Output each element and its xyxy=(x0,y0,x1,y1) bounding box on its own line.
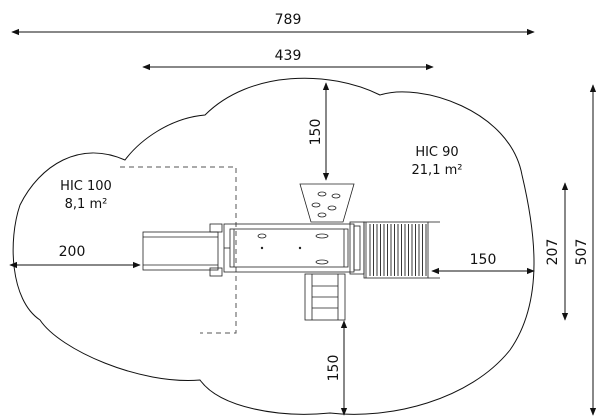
hic-100-zone-boundary xyxy=(120,166,237,334)
dim-label-top-width: 789 xyxy=(275,12,302,28)
play-equipment-drawing xyxy=(142,183,440,321)
ladder xyxy=(304,273,346,321)
zone-right-area: 21,1 m² xyxy=(412,163,463,178)
main-platform xyxy=(223,221,365,275)
dim-label-left-clearance: 200 xyxy=(59,244,86,260)
zone-right-label: HIC 90 xyxy=(415,145,458,160)
dim-label-top-clearance: 150 xyxy=(308,119,324,146)
safety-zone-outline xyxy=(12,77,535,415)
stairs-right xyxy=(363,221,440,279)
dim-label-inner-width: 439 xyxy=(275,48,302,64)
dim-label-platform-height: 207 xyxy=(545,239,561,266)
dim-label-right-clearance: 150 xyxy=(470,252,497,268)
zone-left-label: HIC 100 xyxy=(60,179,112,194)
slide-left xyxy=(142,223,223,277)
zone-left-area: 8,1 m² xyxy=(65,197,108,212)
dim-label-total-height: 507 xyxy=(574,239,590,266)
climbing-wall xyxy=(299,183,355,223)
dim-label-bottom-clearance: 150 xyxy=(326,355,342,382)
